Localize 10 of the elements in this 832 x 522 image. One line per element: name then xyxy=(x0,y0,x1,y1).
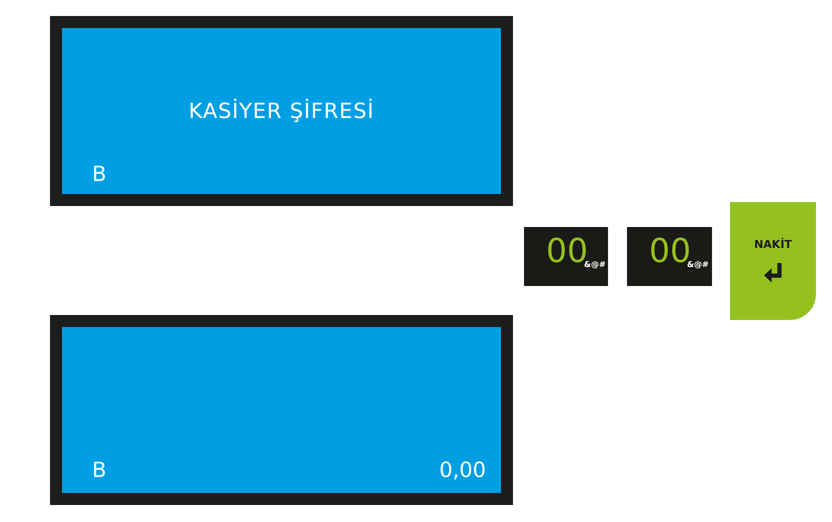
keypad-key xyxy=(524,227,608,286)
display-text: B xyxy=(92,460,106,481)
display-screen xyxy=(50,315,513,505)
keypad-key xyxy=(627,227,712,286)
keypad-key xyxy=(730,202,816,320)
display-text: KASİYER ŞİFRESİ xyxy=(188,101,376,122)
display-text: B xyxy=(92,164,106,185)
key-label: NAKİT xyxy=(753,239,793,250)
display-screen xyxy=(50,16,513,206)
display-text: 0,00 xyxy=(439,460,486,481)
